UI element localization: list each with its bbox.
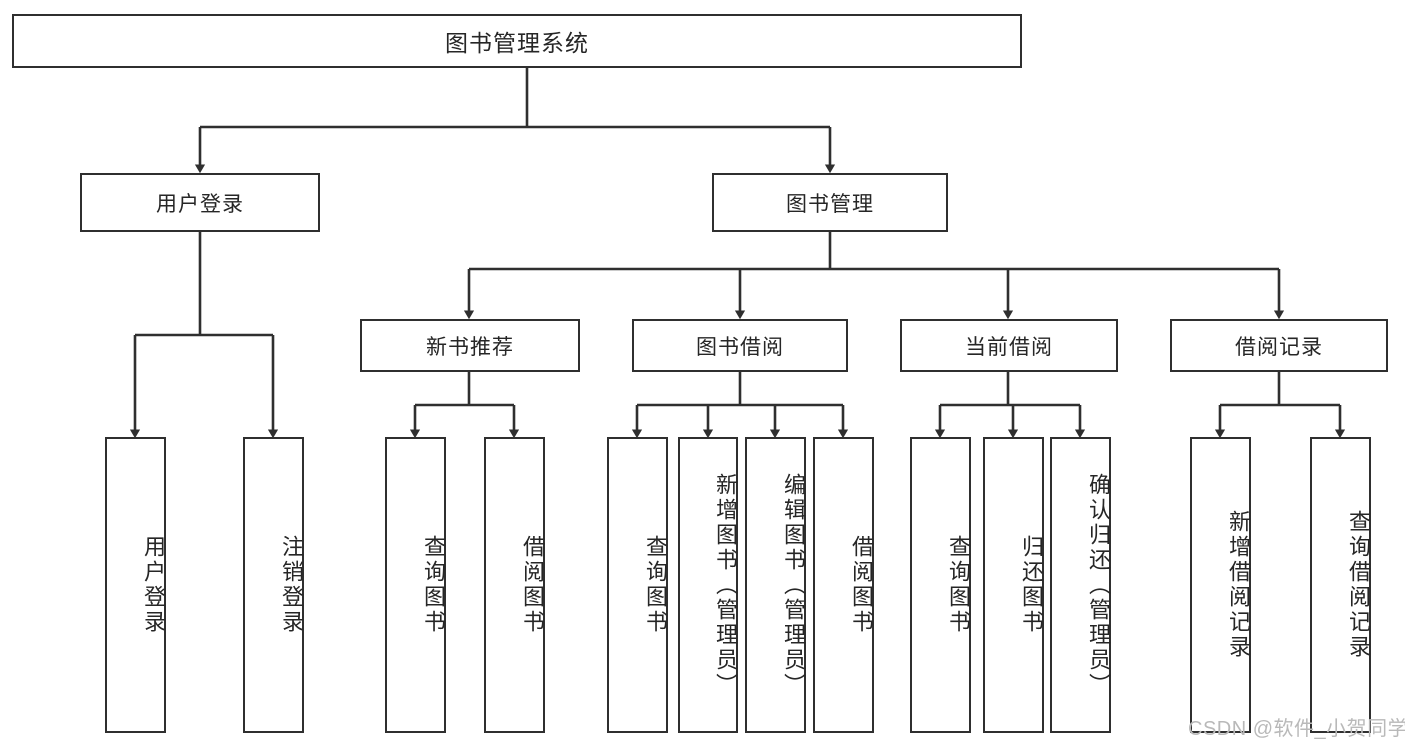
leaf-user-login[interactable]: 用户登录 xyxy=(105,437,166,733)
node-book-manage[interactable]: 图书管理 xyxy=(712,173,948,232)
leaf-add-record-label: 新增借阅记录 xyxy=(1226,510,1251,660)
leaf-query-book-1[interactable]: 查询图书 xyxy=(385,437,446,733)
leaf-confirm-return-label: 确认归还（管理员） xyxy=(1086,472,1111,698)
node-root-label: 图书管理系统 xyxy=(445,30,589,56)
node-root-system[interactable]: 图书管理系统 xyxy=(12,14,1022,68)
node-borrow-record-label: 借阅记录 xyxy=(1235,335,1323,359)
leaf-query-book-2[interactable]: 查询图书 xyxy=(607,437,668,733)
leaf-borrow-book-1[interactable]: 借阅图书 xyxy=(484,437,545,733)
node-book-borrow-label: 图书借阅 xyxy=(696,335,784,359)
leaf-borrow-book-2[interactable]: 借阅图书 xyxy=(813,437,874,733)
leaf-add-record[interactable]: 新增借阅记录 xyxy=(1190,437,1251,733)
leaf-add-book-label: 新增图书（管理员） xyxy=(713,472,738,698)
leaf-confirm-return[interactable]: 确认归还（管理员） xyxy=(1050,437,1111,733)
leaf-query-book-2-label: 查询图书 xyxy=(643,535,668,635)
leaf-query-book-3-label: 查询图书 xyxy=(946,535,971,635)
leaf-query-record[interactable]: 查询借阅记录 xyxy=(1310,437,1371,733)
leaf-query-record-label: 查询借阅记录 xyxy=(1346,510,1371,660)
node-new-book-recommend-label: 新书推荐 xyxy=(426,335,514,359)
leaf-logout-label: 注销登录 xyxy=(279,535,304,635)
node-borrow-record[interactable]: 借阅记录 xyxy=(1170,319,1388,372)
leaf-add-book[interactable]: 新增图书（管理员） xyxy=(678,437,738,733)
leaf-return-book[interactable]: 归还图书 xyxy=(983,437,1044,733)
node-book-manage-label: 图书管理 xyxy=(786,192,874,216)
leaf-borrow-book-1-label: 借阅图书 xyxy=(520,535,545,635)
leaf-return-book-label: 归还图书 xyxy=(1019,535,1044,635)
leaf-query-book-3[interactable]: 查询图书 xyxy=(910,437,971,733)
node-current-borrow-label: 当前借阅 xyxy=(965,335,1053,359)
node-current-borrow[interactable]: 当前借阅 xyxy=(900,319,1118,372)
node-user-login-label: 用户登录 xyxy=(156,192,244,216)
leaf-query-book-1-label: 查询图书 xyxy=(421,535,446,635)
leaf-user-login-label: 用户登录 xyxy=(141,535,166,635)
node-new-book-recommend[interactable]: 新书推荐 xyxy=(360,319,580,372)
leaf-borrow-book-2-label: 借阅图书 xyxy=(849,535,874,635)
node-book-borrow[interactable]: 图书借阅 xyxy=(632,319,848,372)
leaf-edit-book[interactable]: 编辑图书（管理员） xyxy=(745,437,806,733)
node-user-login[interactable]: 用户登录 xyxy=(80,173,320,232)
csdn-watermark: CSDN @软件_小贺同学 xyxy=(1188,718,1405,740)
leaf-logout[interactable]: 注销登录 xyxy=(243,437,304,733)
leaf-edit-book-label: 编辑图书（管理员） xyxy=(781,472,806,698)
